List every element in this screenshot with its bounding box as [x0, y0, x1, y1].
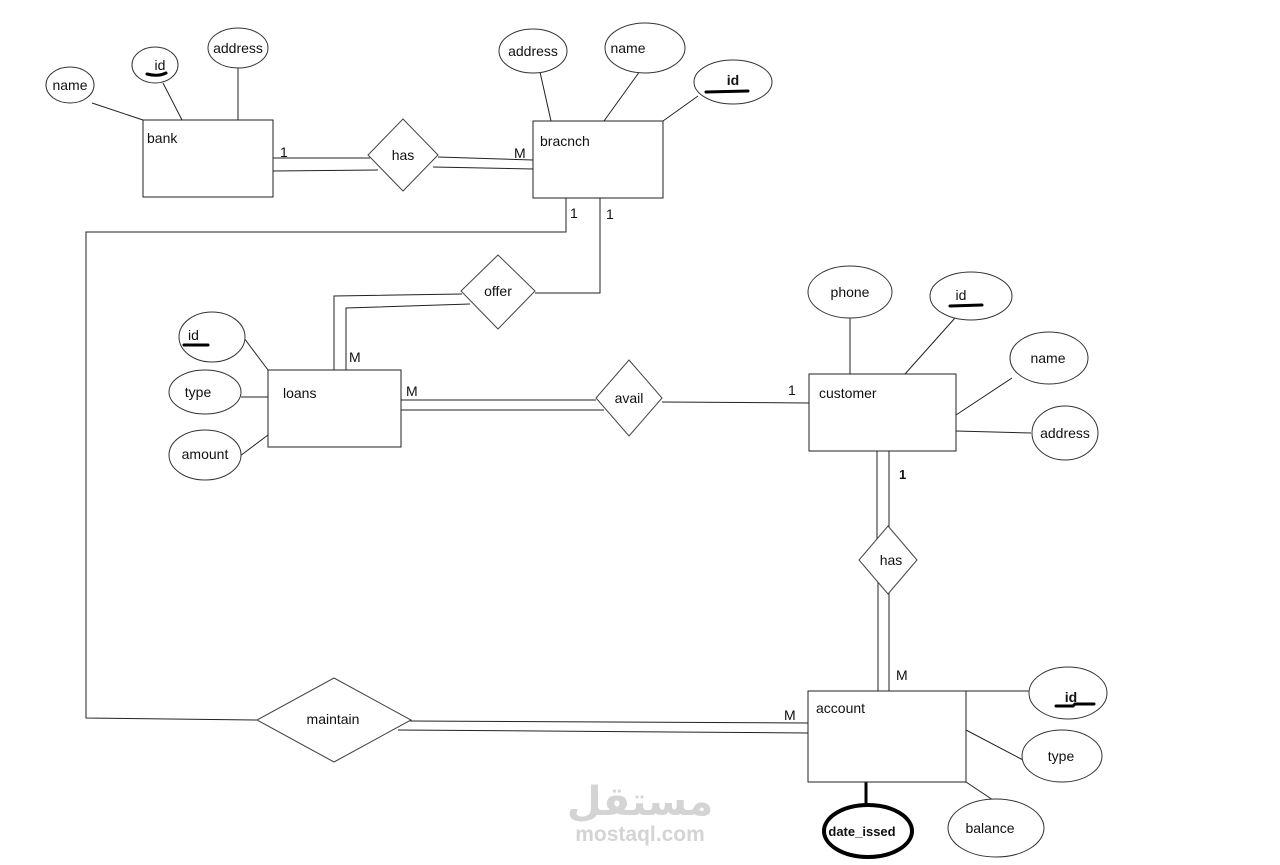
primary-key-underline — [1054, 702, 1096, 708]
attribute-label: id — [188, 327, 199, 343]
entity-branch[interactable]: bracnch — [532, 120, 664, 199]
attribute-loans-amount[interactable]: amount — [168, 429, 242, 481]
cardinality-loans-avail: M — [406, 383, 418, 399]
connectors — [85, 68, 1032, 807]
cardinality-account-has: M — [896, 667, 908, 683]
entity-label: loans — [283, 385, 316, 401]
attribute-customer-id[interactable]: id — [929, 271, 1013, 321]
attribute-label: id — [155, 57, 166, 73]
attribute-label: balance — [965, 820, 1014, 836]
cardinality-labels: 1 M 1 1 M M 1 1 M M — [280, 144, 908, 723]
cardinality-loans-offer: M — [349, 349, 361, 365]
attribute-customer-phone[interactable]: phone — [807, 265, 893, 319]
watermark-arabic: مستقل — [567, 780, 713, 824]
attribute-label: id — [727, 72, 739, 88]
attribute-label: address — [1040, 425, 1090, 441]
watermark-latin: mostaql.com — [575, 823, 705, 846]
attribute-label: address — [508, 43, 558, 59]
entity-label: customer — [819, 385, 877, 401]
cardinality-bank-has: 1 — [280, 144, 288, 160]
entity-account[interactable]: account — [807, 690, 967, 783]
primary-key-underline — [704, 89, 750, 94]
relationship-label: maintain — [307, 711, 360, 727]
attribute-loans-id[interactable]: id — [178, 311, 246, 363]
attribute-label: date_issed — [828, 824, 895, 839]
attribute-account-type[interactable]: type — [1021, 729, 1103, 783]
attribute-label: amount — [182, 446, 229, 462]
attribute-customer-name[interactable]: name — [1009, 331, 1089, 385]
cardinality-account-maintain: M — [784, 707, 796, 723]
primary-key-underline — [948, 303, 984, 308]
attribute-label: type — [1048, 748, 1075, 764]
attribute-label: name — [1030, 350, 1065, 366]
cardinality-customer-avail: 1 — [788, 382, 796, 398]
relationship-label: has — [392, 147, 415, 163]
attribute-account-date-issued[interactable]: date_issed — [822, 803, 914, 859]
attribute-label: type — [185, 384, 212, 400]
relationship-maintain[interactable]: maintain — [255, 677, 413, 763]
relationship-offer[interactable]: offer — [460, 254, 536, 330]
attribute-label: id — [1065, 689, 1077, 705]
relationship-label: has — [880, 552, 903, 568]
attribute-branch-name[interactable]: name — [604, 22, 686, 74]
attribute-branch-address[interactable]: address — [498, 28, 568, 74]
attribute-customer-address[interactable]: address — [1031, 405, 1099, 461]
attribute-loans-type[interactable]: type — [168, 369, 242, 415]
relationship-customer-has-account[interactable]: has — [858, 525, 918, 595]
attribute-bank-name[interactable]: name — [45, 66, 95, 104]
entity-customer[interactable]: customer — [808, 373, 957, 452]
attribute-account-id[interactable]: id — [1028, 666, 1108, 720]
cardinality-branch-has: M — [514, 145, 526, 161]
attribute-branch-id[interactable]: id — [693, 59, 773, 105]
attribute-label: name — [52, 77, 87, 93]
primary-key-underline — [145, 71, 168, 77]
entity-label: account — [816, 700, 865, 716]
entity-label: bank — [147, 130, 178, 146]
entity-bank[interactable]: bank — [142, 119, 274, 198]
relationship-bank-has-branch[interactable]: has — [367, 118, 439, 192]
cardinality-branch-maintain: 1 — [570, 205, 578, 221]
attribute-bank-id[interactable]: id — [131, 46, 179, 84]
attribute-label: address — [213, 40, 263, 56]
relationship-avail[interactable]: avail — [595, 359, 663, 437]
cardinality-customer-has: 1 — [899, 467, 906, 482]
entity-loans[interactable]: loans — [267, 369, 402, 448]
attribute-bank-address[interactable]: address — [207, 27, 269, 69]
entity-label: bracnch — [540, 133, 590, 149]
cardinality-branch-offer: 1 — [606, 206, 614, 222]
watermark-logo: مستقل mostaql.com — [567, 780, 713, 846]
attribute-label: phone — [831, 284, 870, 300]
attribute-account-balance[interactable]: balance — [947, 798, 1045, 858]
attribute-label: id — [956, 287, 967, 303]
attribute-label: name — [610, 40, 645, 56]
relationship-label: avail — [615, 390, 644, 406]
relationship-label: offer — [484, 283, 512, 299]
